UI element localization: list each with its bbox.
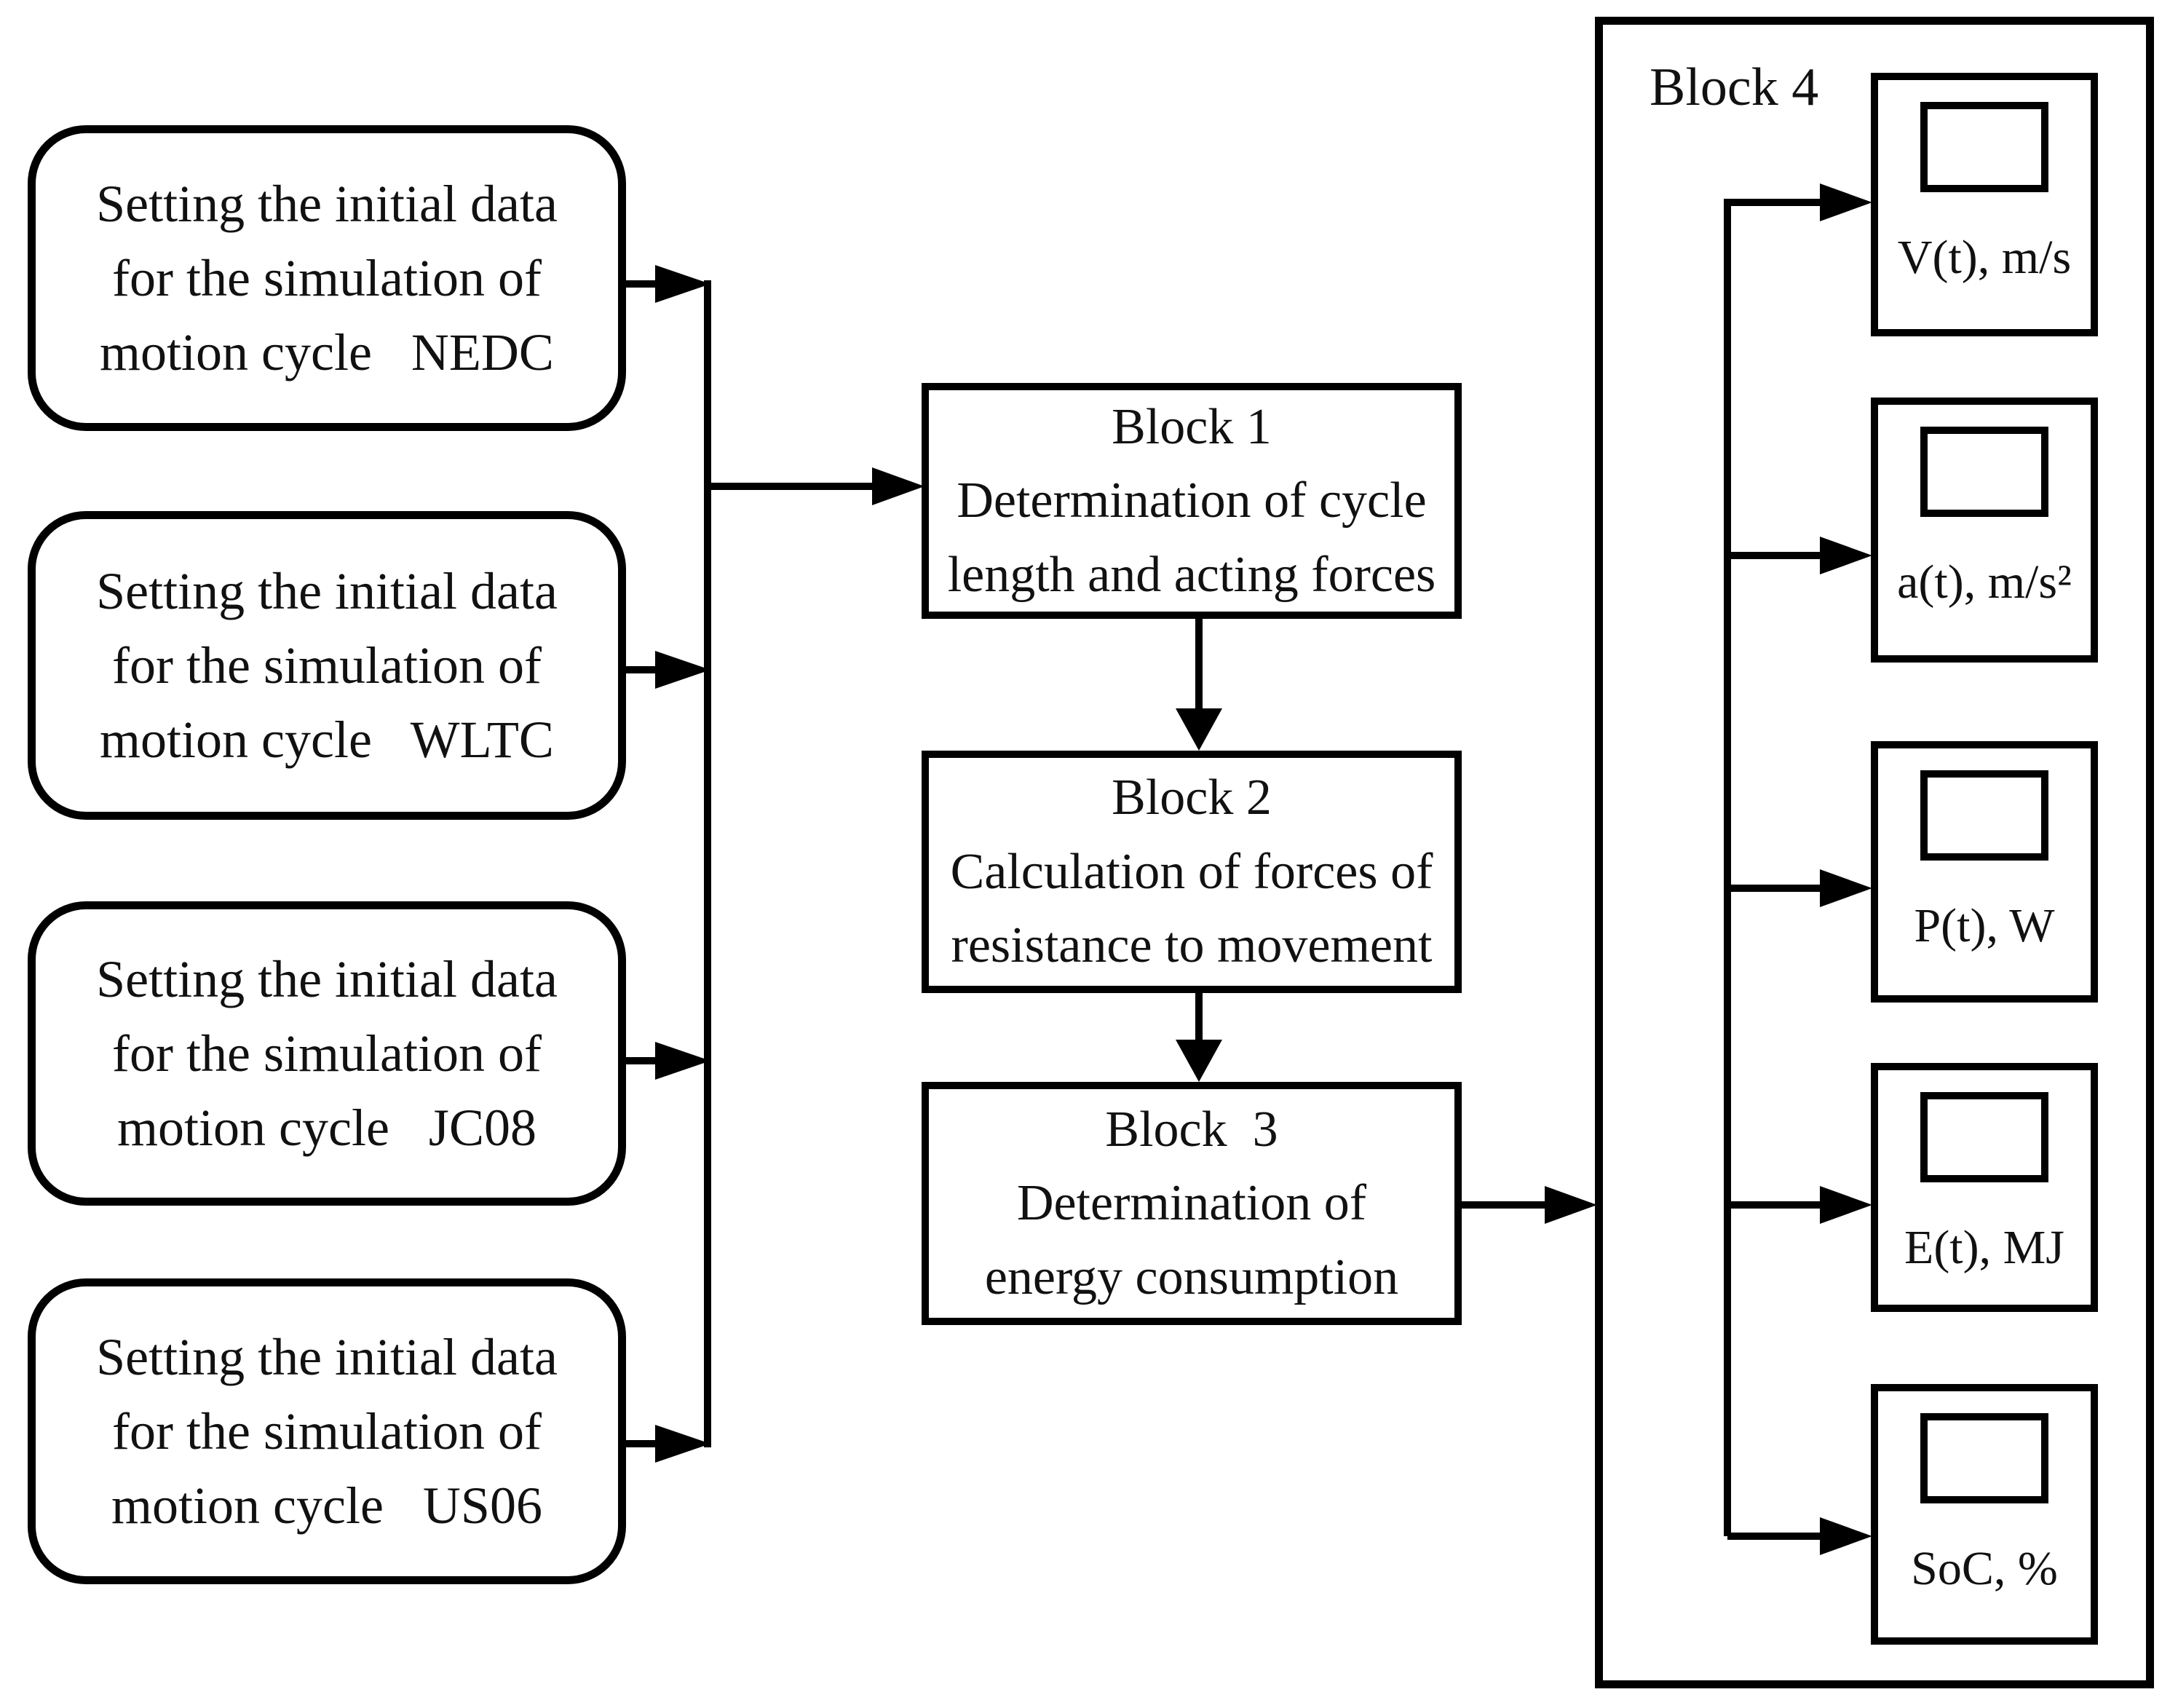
output-scope-soc-label: SoC, % — [1911, 1542, 2058, 1595]
process-block-2: Block 2 Calculation of forces of resista… — [922, 751, 1462, 993]
input-box-jc08-label: Setting the initial data for the simulat… — [96, 949, 558, 1158]
arrow-block3-to-block4 — [1462, 1186, 1597, 1224]
arrow-bus-to-block1 — [708, 467, 924, 505]
output-scope-power: P(t), W — [1871, 741, 2098, 1003]
input-box-nedc: Setting the initial data for the simulat… — [28, 125, 626, 431]
scope-screen-icon — [1920, 427, 2048, 517]
output-scope-acceleration-label: a(t), m/s² — [1897, 556, 2072, 609]
arrow-bus-to-power — [1727, 869, 1872, 907]
input-box-wltc: Setting the initial data for the simulat… — [28, 511, 626, 820]
arrow-jc08-to-bus — [625, 1042, 710, 1080]
arrow-block1-to-block2 — [1176, 619, 1222, 751]
scope-screen-icon — [1920, 1413, 2048, 1503]
output-block-title: Block 4 — [1650, 58, 1819, 117]
scope-screen-icon — [1920, 1092, 2048, 1182]
process-block-2-label: Block 2 Calculation of forces of resista… — [950, 770, 1433, 974]
input-box-nedc-label: Setting the initial data for the simulat… — [96, 174, 558, 382]
output-block-container — [1595, 17, 2154, 1688]
arrow-us06-to-bus — [625, 1425, 710, 1463]
output-scope-power-label: P(t), W — [1914, 899, 2055, 952]
output-scope-energy: E(t), MJ — [1871, 1063, 2098, 1312]
process-block-1: Block 1 Determination of cycle length an… — [922, 383, 1462, 619]
output-scope-soc: SoC, % — [1871, 1384, 2098, 1645]
arrow-bus-to-velocity — [1727, 183, 1872, 221]
input-box-us06: Setting the initial data for the simulat… — [28, 1278, 626, 1584]
arrow-bus-to-acceleration — [1727, 537, 1872, 574]
scope-screen-icon — [1920, 102, 2048, 192]
input-box-us06-label: Setting the initial data for the simulat… — [96, 1327, 558, 1535]
input-box-jc08: Setting the initial data for the simulat… — [28, 901, 626, 1206]
scope-screen-icon — [1920, 770, 2048, 861]
output-scope-acceleration: a(t), m/s² — [1871, 398, 2098, 663]
arrow-wltc-to-bus — [625, 651, 710, 689]
process-block-3-label: Block 3 Determination of energy consumpt… — [984, 1101, 1399, 1305]
output-scope-velocity-label: V(t), m/s — [1897, 231, 2072, 284]
arrow-nedc-to-bus — [625, 265, 710, 303]
process-block-1-label: Block 1 Determination of cycle length an… — [947, 398, 1436, 603]
arrow-bus-to-soc — [1727, 1517, 1872, 1555]
output-scope-energy-label: E(t), MJ — [1904, 1221, 2064, 1274]
arrow-bus-to-energy — [1727, 1186, 1872, 1224]
input-box-wltc-label: Setting the initial data for the simulat… — [96, 561, 558, 770]
process-block-3: Block 3 Determination of energy consumpt… — [922, 1082, 1462, 1325]
output-scope-velocity: V(t), m/s — [1871, 73, 2098, 336]
arrow-block2-to-block3 — [1176, 993, 1222, 1082]
